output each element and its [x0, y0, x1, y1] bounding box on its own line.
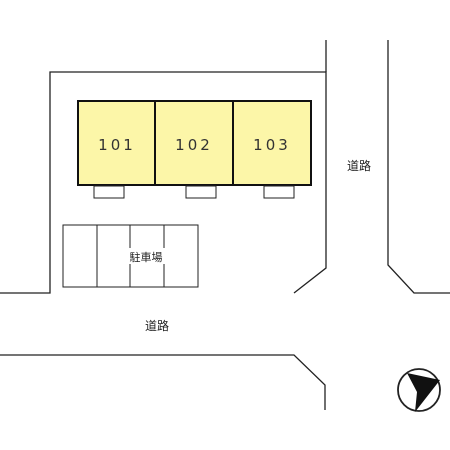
entrance-step-103 [263, 185, 295, 199]
road-label-east: 道路 [347, 158, 371, 173]
parking-label-bg [127, 248, 165, 264]
parking-area: 駐車場 [62, 224, 199, 288]
entrance-step-102 [185, 185, 217, 199]
unit-label-103: 103 [253, 136, 291, 154]
unit-102 [154, 100, 234, 186]
lot-boundary [0, 71, 327, 294]
unit-103 [232, 100, 312, 186]
unit-label-101: 101 [98, 136, 136, 154]
unit-label-102: 102 [175, 136, 213, 154]
entrance-step-101 [93, 185, 125, 199]
parking-label: 駐車場 [130, 250, 163, 264]
building: 101 102 103 [77, 100, 312, 199]
road-edge-east-right [387, 40, 450, 294]
road-edge-south [0, 354, 326, 410]
road-label-south: 道路 [145, 318, 169, 333]
north-arrow-icon [397, 368, 441, 412]
